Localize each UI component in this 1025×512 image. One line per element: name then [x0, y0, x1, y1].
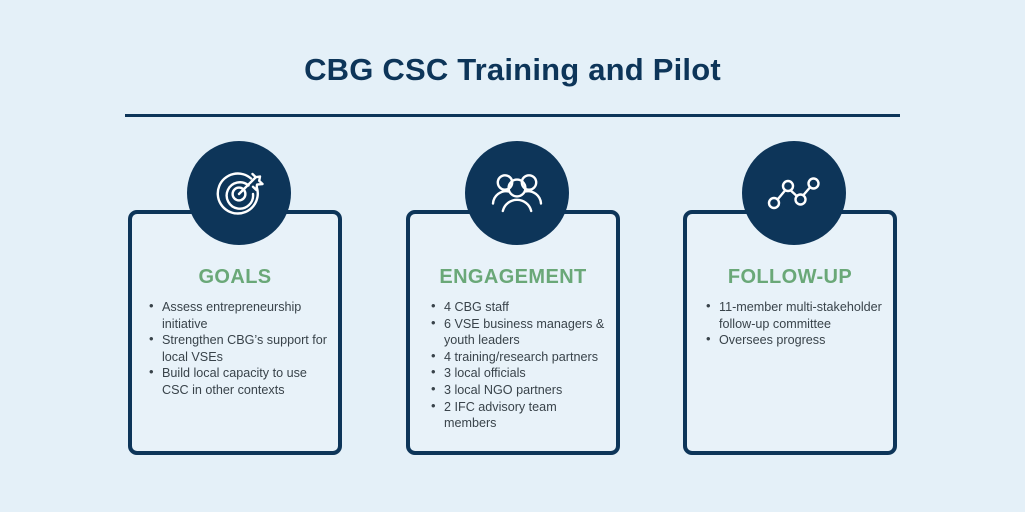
- list-item: 4 CBG staff: [431, 298, 608, 316]
- bullet-list-engagement: 4 CBG staff 6 VSE business managers & yo…: [412, 298, 614, 432]
- list-item: 11-member multi-stakeholder follow-up co…: [706, 298, 885, 332]
- card-body-follow-up: FOLLOW-UP 11-member multi-stakeholder fo…: [683, 210, 897, 455]
- heading-goals: GOALS: [198, 266, 272, 288]
- list-item: Strengthen CBG’s support for local VSEs: [149, 331, 330, 365]
- list-item: 6 VSE business managers & youth leaders: [431, 315, 608, 349]
- people-group-icon: [465, 141, 569, 245]
- line-chart-icon: [742, 141, 846, 245]
- list-item: 3 local NGO partners: [431, 381, 608, 399]
- list-item: 3 local officials: [431, 364, 608, 382]
- page-title: CBG CSC Training and Pilot: [304, 52, 721, 87]
- list-item: Build local capacity to use CSC in other…: [149, 364, 330, 398]
- heading-engagement: ENGAGEMENT: [439, 266, 587, 288]
- bullet-list-follow-up: 11-member multi-stakeholder follow-up co…: [689, 298, 891, 349]
- card-body-goals: GOALS Assess entrepreneurship initiative…: [128, 210, 342, 455]
- target-arrow-icon: [187, 141, 291, 245]
- card-body-engagement: ENGAGEMENT 4 CBG staff 6 VSE business ma…: [406, 210, 620, 455]
- list-item: Assess entrepreneurship initiative: [149, 298, 330, 332]
- list-item: 2 IFC advisory team members: [431, 398, 608, 432]
- list-item: 4 training/research partners: [431, 348, 608, 366]
- heading-follow-up: FOLLOW-UP: [727, 266, 853, 288]
- title-divider: [125, 114, 900, 117]
- list-item: Oversees progress: [706, 331, 885, 349]
- bullet-list-goals: Assess entrepreneurship initiative Stren…: [134, 298, 336, 399]
